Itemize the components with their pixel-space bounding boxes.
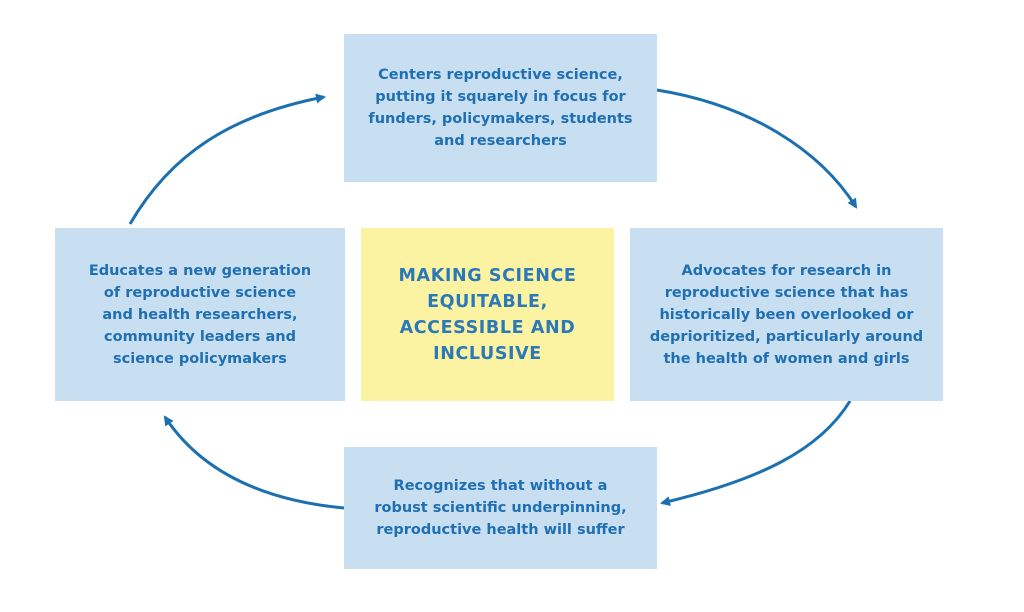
- text-line: Recognizes that without a: [393, 478, 608, 494]
- text-line: and researchers: [434, 133, 567, 149]
- text-line: funders, policymakers, students: [368, 111, 633, 127]
- text-line: reproductive health will suffer: [376, 522, 625, 538]
- box-center-goal-text: MAKING SCIENCE EQUITABLE, ACCESSIBLE AND…: [399, 263, 577, 367]
- box-educates-generation-text: Educates a new generation of reproductiv…: [89, 260, 311, 370]
- text-line: science policymakers: [113, 350, 287, 367]
- text-line: INCLUSIVE: [433, 343, 542, 364]
- box-recognizes-underpinning: Recognizes that without a robust scienti…: [344, 447, 657, 569]
- box-center-goal: MAKING SCIENCE EQUITABLE, ACCESSIBLE AND…: [361, 228, 614, 401]
- box-centers-science-text: Centers reproductive science, putting it…: [368, 64, 632, 152]
- text-line: reproductive science that has: [664, 284, 909, 301]
- text-line: deprioritized, particularly around: [649, 328, 924, 345]
- arrow-bottom-to-left: [163, 415, 345, 510]
- text-line: community leaders and: [104, 328, 296, 345]
- box-centers-science: Centers reproductive science, putting it…: [344, 34, 657, 182]
- text-line: Centers reproductive science,: [378, 67, 623, 83]
- text-line: of reproductive science: [103, 284, 297, 301]
- arrow-top-to-right: [656, 88, 858, 209]
- text-line: MAKING SCIENCE: [398, 265, 577, 286]
- box-advocates-research: Advocates for research in reproductive s…: [630, 228, 943, 401]
- box-educates-generation: Educates a new generation of reproductiv…: [55, 228, 345, 401]
- text-line: Educates a new generation: [88, 262, 312, 279]
- text-line: Advocates for research in: [681, 262, 892, 279]
- box-recognizes-underpinning-text: Recognizes that without a robust scienti…: [374, 475, 626, 541]
- text-line: ACCESSIBLE AND: [399, 317, 576, 338]
- box-advocates-research-text: Advocates for research in reproductive s…: [650, 260, 923, 370]
- arrow-left-to-top: [128, 93, 326, 225]
- text-line: historically been overlooked or: [659, 306, 914, 323]
- arrow-right-to-bottom: [660, 400, 852, 507]
- text-line: putting it squarely in focus for: [375, 89, 626, 105]
- text-line: and health researchers,: [102, 306, 298, 323]
- text-line: EQUITABLE,: [427, 291, 548, 312]
- text-line: the health of women and girls: [663, 350, 910, 367]
- text-line: robust scientific underpinning,: [374, 500, 627, 516]
